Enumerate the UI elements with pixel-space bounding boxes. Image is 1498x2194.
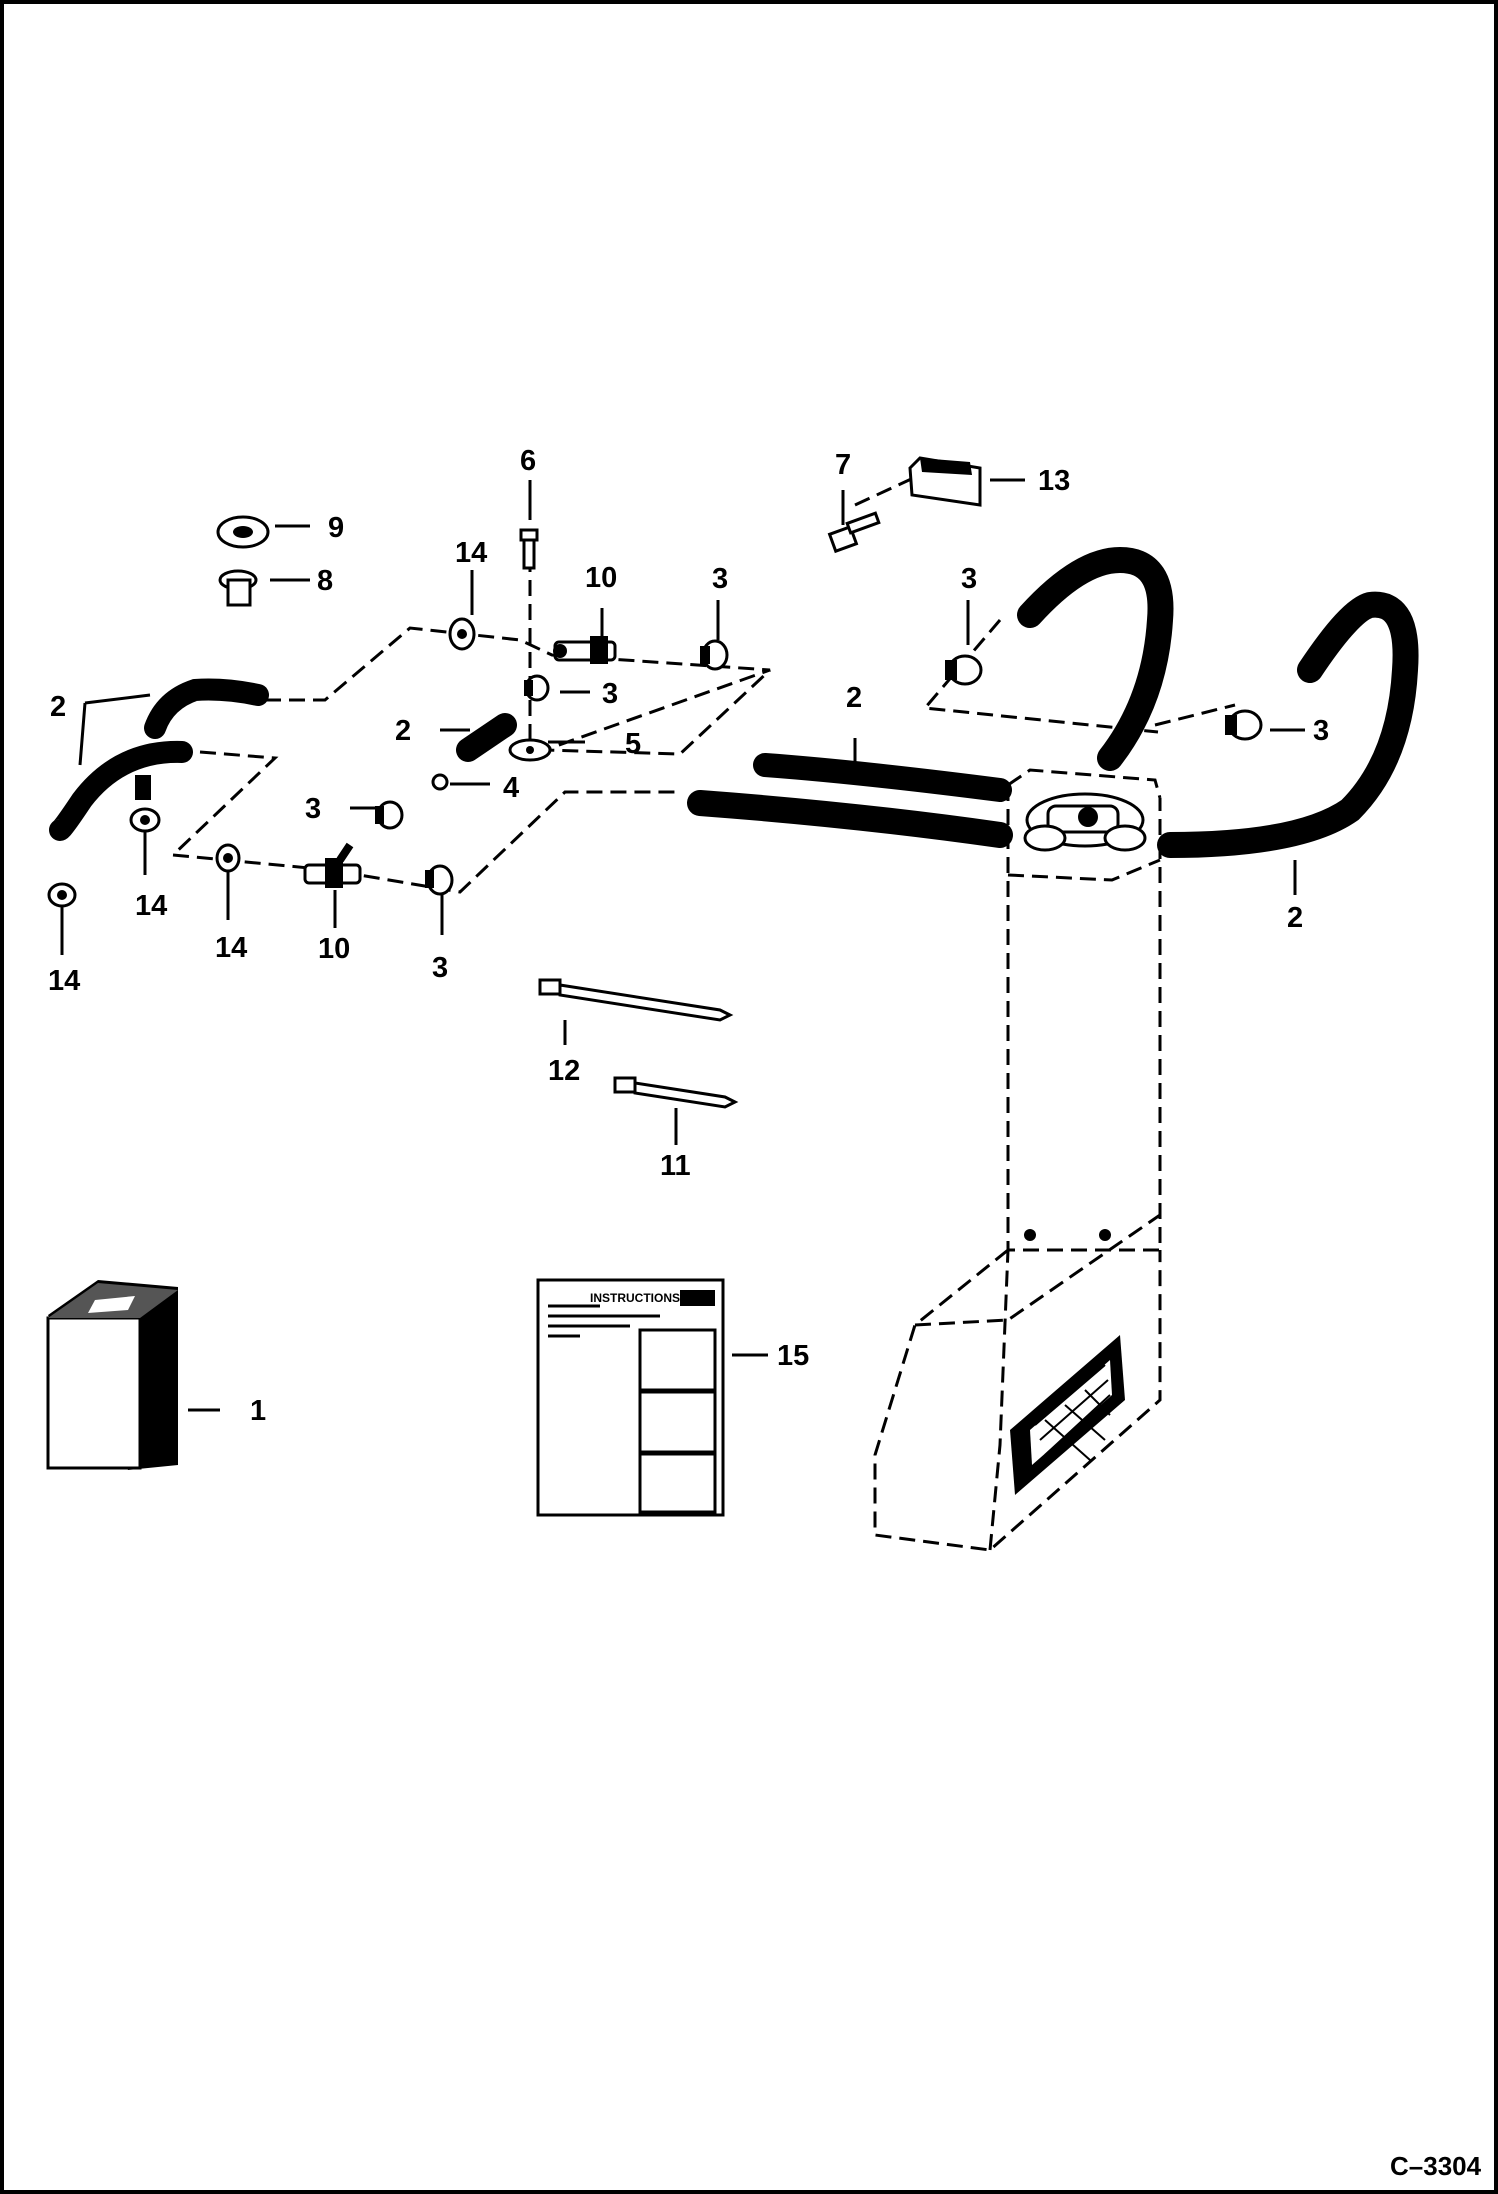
tee-fitting xyxy=(303,636,617,888)
callout-1: 1 xyxy=(250,1395,266,1427)
callout-5: 5 xyxy=(625,728,641,760)
nipple-fitting xyxy=(431,773,449,791)
callout-4: 4 xyxy=(503,772,519,804)
callout-7: 7 xyxy=(835,449,851,481)
drawing-reference-number: C–3304 xyxy=(1390,2151,1482,2181)
bolt xyxy=(519,528,539,570)
mounting-bracket xyxy=(908,456,982,507)
heater-housing xyxy=(873,768,1162,1552)
screw xyxy=(827,511,881,554)
nut xyxy=(216,515,270,549)
callout-2-upper: 2 xyxy=(846,682,862,714)
callout-15: 15 xyxy=(777,1340,809,1372)
callout-6: 6 xyxy=(520,445,536,477)
callout-13: 13 xyxy=(1038,465,1070,497)
callout-3-left: 3 xyxy=(305,793,321,825)
callout-10-bottom: 10 xyxy=(318,933,350,965)
callout-2-right: 2 xyxy=(1287,902,1303,934)
callout-12: 12 xyxy=(548,1055,580,1087)
cable-tie-short xyxy=(613,1076,739,1109)
callout-3-right: 3 xyxy=(1313,715,1329,747)
callout-9: 9 xyxy=(328,512,344,544)
instruction-sheet-title: INSTRUCTIONS xyxy=(590,1291,680,1305)
heater-valve-fitting xyxy=(1023,792,1147,852)
callout-14-left: 14 xyxy=(135,890,167,922)
hose-clip xyxy=(508,738,552,762)
callout-3-bottom: 3 xyxy=(432,952,448,984)
hose-clamp xyxy=(375,639,1263,896)
callout-labels: 1 2 2 2 2 3 3 3 3 3 3 4 5 6 7 8 9 10 10 … xyxy=(48,445,1329,1427)
callout-10-top: 10 xyxy=(585,562,617,594)
heater-vent-grille xyxy=(1010,1335,1125,1495)
callout-3-upper-right: 3 xyxy=(961,563,977,595)
callout-14-bottom: 14 xyxy=(215,932,247,964)
leader-lines xyxy=(60,478,1305,1412)
callout-14-top: 14 xyxy=(455,537,487,569)
callout-14-far-left: 14 xyxy=(48,965,80,997)
callout-8: 8 xyxy=(317,565,333,597)
callout-2-left: 2 xyxy=(50,691,66,723)
drain-plug xyxy=(218,569,258,607)
callout-2-center: 2 xyxy=(395,715,411,747)
heater-kit-box xyxy=(46,1280,178,1470)
cable-tie-long xyxy=(538,978,734,1022)
callout-11: 11 xyxy=(660,1150,691,1182)
instruction-sheet: INSTRUCTIONS xyxy=(536,1278,725,1517)
callout-3-mid: 3 xyxy=(602,678,618,710)
heater-hose xyxy=(49,546,1419,858)
callout-3-top-center: 3 xyxy=(712,563,728,595)
